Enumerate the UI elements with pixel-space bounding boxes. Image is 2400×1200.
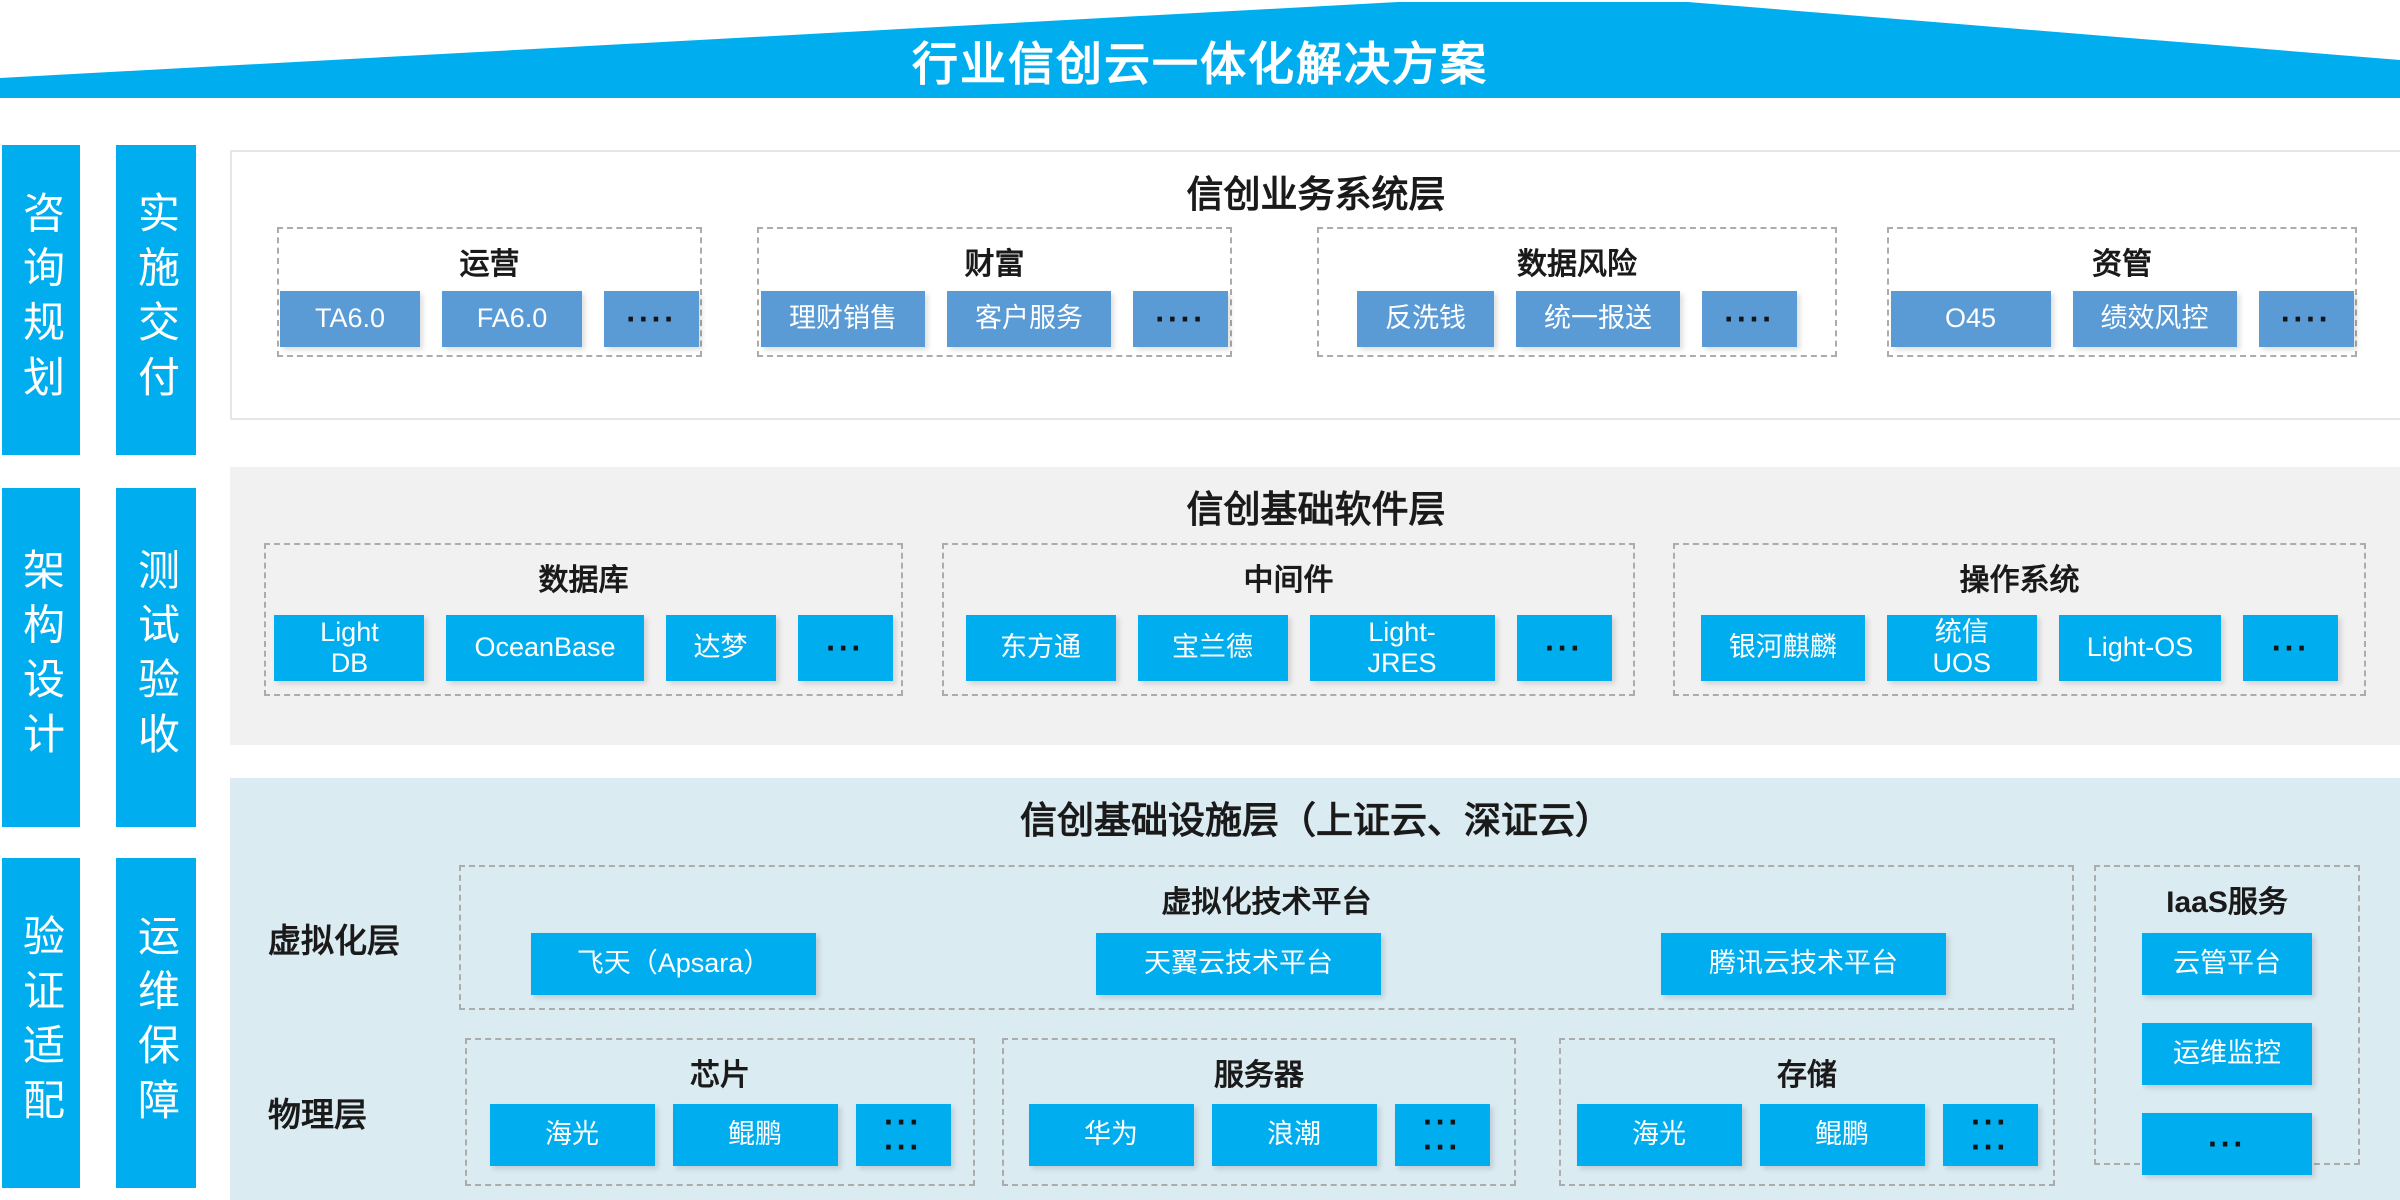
chip: 统一报送 <box>1516 291 1680 347</box>
group-chips: 芯片 海光 鲲鹏 ··· ··· <box>465 1038 975 1186</box>
chip: 绩效风控 <box>2072 291 2237 347</box>
layer-infrastructure: 信创基础设施层（上证云、深证云） 虚拟化层 虚拟化技术平台 飞天（Apsara）… <box>230 778 2400 1200</box>
group-title: 运营 <box>459 248 520 281</box>
chip-row: TA6.0 FA6.0 ···· <box>280 291 699 347</box>
chip: Light- JRES <box>1309 615 1495 681</box>
group-title: 芯片 <box>690 1059 750 1092</box>
chip-more: ···· <box>1133 291 1228 347</box>
group-title: 存储 <box>1777 1059 1837 1092</box>
group-asset-management: 资管 O45 绩效风控 ···· <box>1887 227 2357 357</box>
chip: 云管平台 <box>2142 933 2312 995</box>
chip-more: ··· ··· <box>855 1104 951 1166</box>
group-middleware: 中间件 东方通 宝兰德 Light- JRES ··· <box>942 543 1635 696</box>
chip: 海光 <box>489 1104 655 1166</box>
chip-row: 海光 鲲鹏 ··· ··· <box>1576 1104 2038 1166</box>
chip: 东方通 <box>965 615 1116 681</box>
group-database: 数据库 Light DB OceanBase 达梦 ··· <box>264 543 903 696</box>
chip-row: 反洗钱 统一报送 ···· <box>1357 291 1797 347</box>
group-title: 操作系统 <box>1959 564 2080 597</box>
layer-business-systems: 信创业务系统层 运营 TA6.0 FA6.0 ···· 财富 理财销售 客户服务… <box>230 150 2400 420</box>
group-iaas-services: IaaS服务 云管平台 运维监控 ··· <box>2094 865 2360 1175</box>
chip-more: ··· <box>2243 615 2339 681</box>
group-virtualization-platform: 虚拟化技术平台 飞天（Apsara） 天翼云技术平台 腾讯云技术平台 <box>459 865 2074 1010</box>
chip: 统信 UOS <box>1886 615 2037 681</box>
chip-more: ··· ··· <box>1394 1104 1490 1166</box>
chip: 天翼云技术平台 <box>1096 933 1381 995</box>
chip-row: 东方通 宝兰德 Light- JRES ··· <box>965 615 1612 681</box>
chip-row: 银河麒麟 统信 UOS Light-OS ··· <box>1700 615 2339 681</box>
chip: O45 <box>1890 291 2051 347</box>
chip: Light-OS <box>2058 615 2222 681</box>
chip-more: ··· <box>797 615 893 681</box>
chip-row: 飞天（Apsara） 天翼云技术平台 腾讯云技术平台 <box>461 933 1946 995</box>
layer-title: 信创业务系统层 <box>1186 174 1446 215</box>
chip: OceanBase <box>446 615 644 681</box>
rail-consulting-planning: 咨询规划 <box>2 145 80 455</box>
layer-base-software: 信创基础软件层 数据库 Light DB OceanBase 达梦 ··· 中间… <box>230 467 2400 745</box>
banner-title: 行业信创云一体化解决方案 <box>912 38 1488 90</box>
rail-testing-acceptance: 测试验收 <box>116 488 196 827</box>
chip: 客户服务 <box>947 291 1111 347</box>
chip: 理财销售 <box>761 291 925 347</box>
chip: 反洗钱 <box>1357 291 1494 347</box>
rail-verification-adaptation: 验证适配 <box>2 858 80 1188</box>
chip: 鲲鹏 <box>1759 1104 1925 1166</box>
rail-architecture-design: 架构设计 <box>2 488 80 827</box>
group-title: 服务器 <box>1214 1059 1304 1092</box>
group-operating-system: 操作系统 银河麒麟 统信 UOS Light-OS ··· <box>1673 543 2366 696</box>
chip: 华为 <box>1028 1104 1194 1166</box>
row-label-physical: 物理层 <box>268 1096 367 1133</box>
group-operations: 运营 TA6.0 FA6.0 ···· <box>277 227 702 357</box>
group-title: 中间件 <box>1243 564 1334 597</box>
layer-title: 信创基础设施层（上证云、深证云） <box>1020 800 1612 841</box>
chip: 腾讯云技术平台 <box>1661 933 1946 995</box>
group-title: 财富 <box>964 248 1025 281</box>
chip-row: 海光 鲲鹏 ··· ··· <box>489 1104 951 1166</box>
chip-more: ··· <box>2142 1113 2312 1175</box>
chip-column: 云管平台 运维监控 ··· <box>2142 933 2312 1175</box>
rail-operations-support: 运维保障 <box>116 858 196 1188</box>
chip-row: Light DB OceanBase 达梦 ··· <box>274 615 893 681</box>
chip: 运维监控 <box>2142 1023 2312 1085</box>
group-data-risk: 数据风险 反洗钱 统一报送 ···· <box>1317 227 1837 357</box>
chip: Light DB <box>274 615 425 681</box>
chip: 飞天（Apsara） <box>531 933 816 995</box>
chip-row: 华为 浪潮 ··· ··· <box>1028 1104 1490 1166</box>
group-title: 虚拟化技术平台 <box>1161 886 1372 919</box>
chip: TA6.0 <box>280 291 420 347</box>
group-title: 数据风险 <box>1517 248 1637 281</box>
chip: 海光 <box>1576 1104 1742 1166</box>
chip-row: 理财销售 客户服务 ···· <box>761 291 1228 347</box>
chip-more: ···· <box>1702 291 1797 347</box>
group-title: IaaS服务 <box>2166 886 2288 919</box>
chip-more: ··· <box>1516 615 1612 681</box>
group-servers: 服务器 华为 浪潮 ··· ··· <box>1002 1038 1516 1186</box>
rail-implementation-delivery: 实施交付 <box>116 145 196 455</box>
chip: FA6.0 <box>442 291 582 347</box>
group-title: 资管 <box>2092 248 2152 281</box>
group-title: 数据库 <box>538 564 629 597</box>
group-wealth: 财富 理财销售 客户服务 ···· <box>757 227 1232 357</box>
chip: 银河麒麟 <box>1700 615 1865 681</box>
row-label-virtualization: 虚拟化层 <box>268 921 400 959</box>
chip: 宝兰德 <box>1137 615 1288 681</box>
chip-row: O45 绩效风控 ···· <box>1890 291 2354 347</box>
chip: 达梦 <box>665 615 776 681</box>
layer-title: 信创基础软件层 <box>1186 489 1446 530</box>
group-storage: 存储 海光 鲲鹏 ··· ··· <box>1559 1038 2055 1186</box>
chip: 浪潮 <box>1211 1104 1377 1166</box>
chip-more: ···· <box>604 291 699 347</box>
chip-more: ··· ··· <box>1942 1104 2038 1166</box>
chip: 鲲鹏 <box>672 1104 838 1166</box>
chip-more: ···· <box>2258 291 2354 347</box>
top-banner: 行业信创云一体化解决方案 <box>0 2 2400 98</box>
